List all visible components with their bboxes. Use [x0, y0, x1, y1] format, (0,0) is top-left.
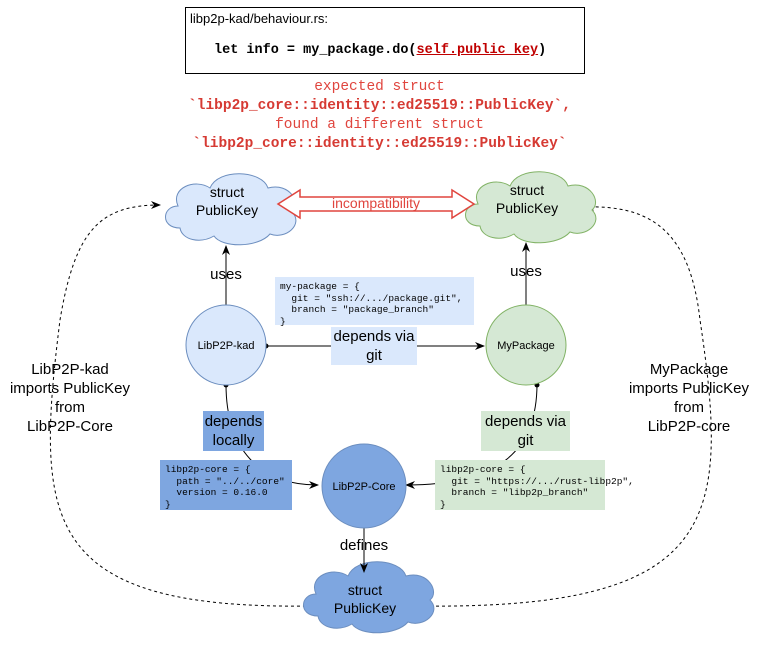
- depends-git-label: depends via git: [333, 328, 415, 364]
- right-import-curve: [417, 202, 712, 607]
- code-prefix: let info = my_package.do(: [214, 43, 417, 58]
- cloud-right-line2: PublicKey: [496, 200, 558, 216]
- cloud-left: [165, 173, 297, 246]
- depends-locally-curve: [225, 383, 319, 489]
- incompatibility-label: incompatibility: [332, 195, 420, 211]
- error-line-4: `libp2p_core::identity::ed25519::PublicK…: [192, 136, 567, 152]
- snippet-kad-core-bg: [160, 460, 292, 510]
- node-core-label: LibP2P-Core: [333, 481, 396, 493]
- depends-git-right-label-bg: [481, 411, 570, 451]
- node-kad-label: LibP2P-kad: [198, 340, 255, 352]
- depends-locally-label-bg: [203, 411, 264, 451]
- snippet-mypackage-core-bg: [435, 460, 605, 510]
- uses-left-label: uses: [210, 266, 242, 283]
- cloud-bottom-line1: struct: [348, 582, 382, 598]
- error-line-1: expected struct: [314, 79, 445, 95]
- code-suffix: ): [538, 43, 547, 58]
- code-box: libp2p-kad/behaviour.rs: let info = my_p…: [185, 7, 585, 74]
- cloud-bottom-line2: PublicKey: [334, 600, 396, 616]
- depends-locally-label: depends locally: [204, 413, 263, 449]
- cloud-left-line1: struct: [210, 184, 244, 200]
- depends-git-label-bg: [331, 327, 417, 365]
- node-mypackage-label: MyPackage: [497, 340, 554, 352]
- incompatibility-arrow: [276, 188, 476, 220]
- cloud-right-line1: struct: [510, 182, 544, 198]
- cloud-bottom: [303, 561, 435, 634]
- cloud-left-line2: PublicKey: [196, 202, 258, 218]
- snippet-kad-core: libp2p-core = { path = "../../core" vers…: [165, 464, 285, 510]
- code-file-name: libp2p-kad/behaviour.rs:: [190, 11, 329, 26]
- node-libp2p-core: [321, 443, 407, 529]
- snippet-mypackage-bg: [275, 277, 474, 325]
- uses-right-label: uses: [510, 263, 542, 280]
- error-line-2: `libp2p_core::identity::ed25519::PublicK…: [188, 98, 571, 114]
- left-import-curve: [49, 201, 313, 607]
- depends-git-right-label: depends via git: [485, 413, 566, 449]
- left-import-label: LibP2P-kad imports PublicKey from LibP2P…: [9, 361, 131, 435]
- code-line: let info = my_package.do(self.public_key…: [214, 43, 546, 58]
- snippet-mypackage-core: libp2p-core = { git = "https://.../rust-…: [440, 464, 634, 510]
- cloud-right: [465, 171, 597, 244]
- right-import-label: MyPackage imports PublicKey from LibP2P-…: [628, 361, 750, 435]
- node-mypackage: [485, 304, 567, 386]
- snippet-mypackage: my-package = { git = "ssh://.../package.…: [280, 281, 463, 327]
- node-libp2p-kad: [185, 304, 267, 386]
- error-line-3: found a different struct: [275, 117, 484, 133]
- defines-label: defines: [339, 537, 389, 554]
- code-arg: self.public_key: [416, 43, 539, 58]
